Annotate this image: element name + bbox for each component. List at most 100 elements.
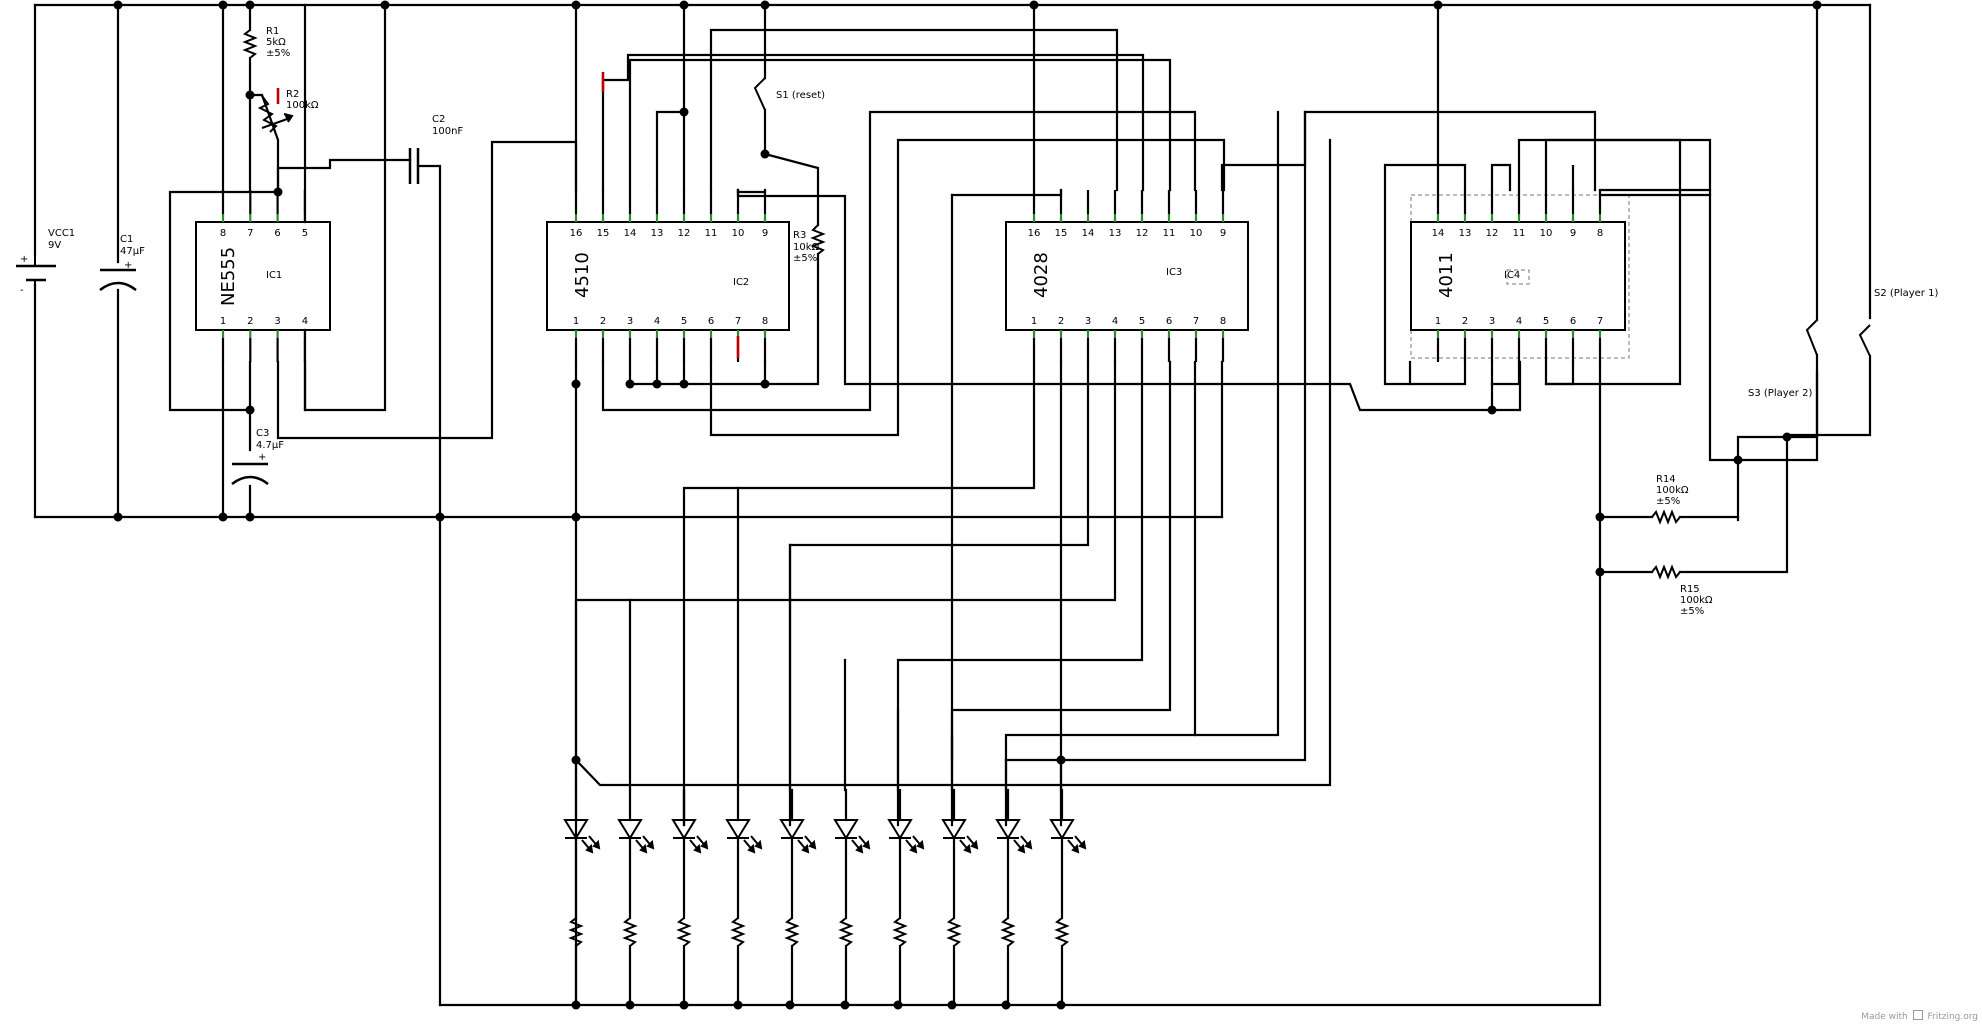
switch-s1-reset: S1 (reset) R3 10kΩ ±5% bbox=[776, 90, 825, 264]
junction-dot bbox=[679, 379, 689, 389]
ic3-part-label: 4028 bbox=[1031, 252, 1052, 298]
ic3-bottom-pin-8: 8 bbox=[1220, 316, 1226, 327]
led-1 bbox=[563, 788, 601, 920]
led-resistor-9 bbox=[1000, 917, 1016, 1007]
battery-plus-sign: + bbox=[20, 254, 28, 265]
ic2-bottom-pin-2: 2 bbox=[600, 316, 606, 327]
junction-dot bbox=[1812, 0, 1822, 10]
fritzing-credit: Made with Fritzing.org bbox=[1861, 1010, 1978, 1022]
ic4-wiring bbox=[438, 3, 1819, 1007]
ic4-ref-label: IC4 bbox=[1504, 270, 1520, 281]
ic3-top-pin-10: 10 bbox=[1190, 228, 1203, 239]
r14-value: 100kΩ bbox=[1656, 485, 1689, 496]
r2-value: 100kΩ bbox=[286, 100, 319, 111]
ic2-top-pin-14: 14 bbox=[624, 228, 637, 239]
c3-plus-sign: + bbox=[258, 452, 266, 463]
junction-dot bbox=[571, 0, 581, 10]
led-resistor-7 bbox=[892, 917, 908, 1007]
switch-s3-player2: S3 (Player 2) bbox=[1736, 319, 1819, 522]
r15-tolerance: ±5% bbox=[1680, 606, 1704, 617]
junction-dot bbox=[1056, 1000, 1066, 1010]
junction-dot bbox=[679, 107, 689, 117]
junction-dot bbox=[571, 755, 581, 765]
ic2-top-pin-13: 13 bbox=[651, 228, 664, 239]
ic4-bottom-pin-4: 4 bbox=[1516, 316, 1522, 327]
ic2-top-pin-12: 12 bbox=[678, 228, 691, 239]
led-resistor-1 bbox=[568, 917, 584, 1007]
junction-dot bbox=[652, 379, 662, 389]
ic2-top-pin-11: 11 bbox=[705, 228, 718, 239]
capacitor-c1: C1 47µF + bbox=[99, 234, 145, 292]
junction-dot bbox=[571, 379, 581, 389]
credit-brand: Fritzing.org bbox=[1927, 1012, 1978, 1022]
ic2-wiring bbox=[574, 3, 1522, 1007]
r14-tolerance: ±5% bbox=[1656, 496, 1680, 507]
r1-ref: R1 bbox=[266, 26, 279, 37]
junctions bbox=[113, 0, 1822, 1010]
junction-dot bbox=[245, 90, 255, 100]
led-resistor-10 bbox=[1054, 917, 1070, 1007]
ic3-bottom-pin-3: 3 bbox=[1085, 316, 1091, 327]
c2-value: 100nF bbox=[432, 126, 463, 137]
junction-dot bbox=[840, 1000, 850, 1010]
ic4-top-pin-9: 9 bbox=[1570, 228, 1576, 239]
c3-ref: C3 bbox=[256, 428, 269, 439]
ic2-part-label: 4510 bbox=[572, 252, 593, 298]
ic3-bottom-pin-1: 1 bbox=[1031, 316, 1037, 327]
fritzing-logo-icon bbox=[1912, 1010, 1923, 1020]
junction-dot bbox=[1733, 455, 1743, 465]
ic3-top-pin-13: 13 bbox=[1109, 228, 1122, 239]
junction-dot bbox=[245, 0, 255, 10]
ic3-bottom-pin-6: 6 bbox=[1166, 316, 1172, 327]
junction-dot bbox=[760, 379, 770, 389]
battery-vcc1: + - VCC1 9V bbox=[16, 228, 75, 296]
led-4 bbox=[725, 788, 763, 920]
s3-label: S3 (Player 2) bbox=[1748, 388, 1812, 399]
led-5 bbox=[779, 788, 817, 920]
ic1-top-pin-6: 6 bbox=[274, 228, 280, 239]
led-6 bbox=[833, 788, 871, 920]
led-resistor-5 bbox=[784, 917, 800, 1007]
junction-dot bbox=[785, 1000, 795, 1010]
led-resistor-2 bbox=[622, 917, 638, 1007]
junction-dot bbox=[380, 0, 390, 10]
r1-value: 5kΩ bbox=[266, 37, 286, 48]
ic3-bottom-pin-7: 7 bbox=[1193, 316, 1199, 327]
ic3-wiring bbox=[574, 3, 1597, 827]
ic4-top-pin-8: 8 bbox=[1597, 228, 1603, 239]
junction-dot bbox=[1782, 432, 1792, 442]
ic4-top-pin-13: 13 bbox=[1459, 228, 1472, 239]
ic3-top-pin-9: 9 bbox=[1220, 228, 1226, 239]
ic1-ref-label: IC1 bbox=[266, 270, 282, 281]
ic2-bottom-pin-6: 6 bbox=[708, 316, 714, 327]
junction-dot bbox=[1001, 1000, 1011, 1010]
ic4-top-pin-10: 10 bbox=[1540, 228, 1553, 239]
junction-dot bbox=[571, 1000, 581, 1010]
c1-ref: C1 bbox=[120, 234, 133, 245]
ic4-top-pin-11: 11 bbox=[1513, 228, 1526, 239]
ic3-top-pin-11: 11 bbox=[1163, 228, 1176, 239]
ic1-top-pin-8: 8 bbox=[220, 228, 226, 239]
ic2-bottom-pin-5: 5 bbox=[681, 316, 687, 327]
led-resistor-4 bbox=[730, 917, 746, 1007]
ic3-bottom-pin-4: 4 bbox=[1112, 316, 1118, 327]
capacitor-c2: C2 100nF bbox=[408, 114, 463, 1007]
resistor-r15: R15 100kΩ ±5% bbox=[1598, 564, 1789, 617]
ic2-top-pin-10: 10 bbox=[732, 228, 745, 239]
junction-dot bbox=[1595, 512, 1605, 522]
junction-dot bbox=[1029, 0, 1039, 10]
c1-plus-sign: + bbox=[124, 260, 132, 271]
led-resistor-8 bbox=[946, 917, 962, 1007]
ic3-top-pin-16: 16 bbox=[1028, 228, 1041, 239]
r3-tolerance: ±5% bbox=[793, 253, 817, 264]
junction-dot bbox=[625, 1000, 635, 1010]
ic1-top-pin-5: 5 bbox=[302, 228, 308, 239]
battery-ref: VCC1 bbox=[48, 228, 75, 239]
ic4-bottom-pin-7: 7 bbox=[1597, 316, 1603, 327]
led-10 bbox=[1049, 788, 1087, 920]
resistor-r1: R1 5kΩ ±5% bbox=[242, 3, 290, 97]
ic2-bottom-pin-3: 3 bbox=[627, 316, 633, 327]
